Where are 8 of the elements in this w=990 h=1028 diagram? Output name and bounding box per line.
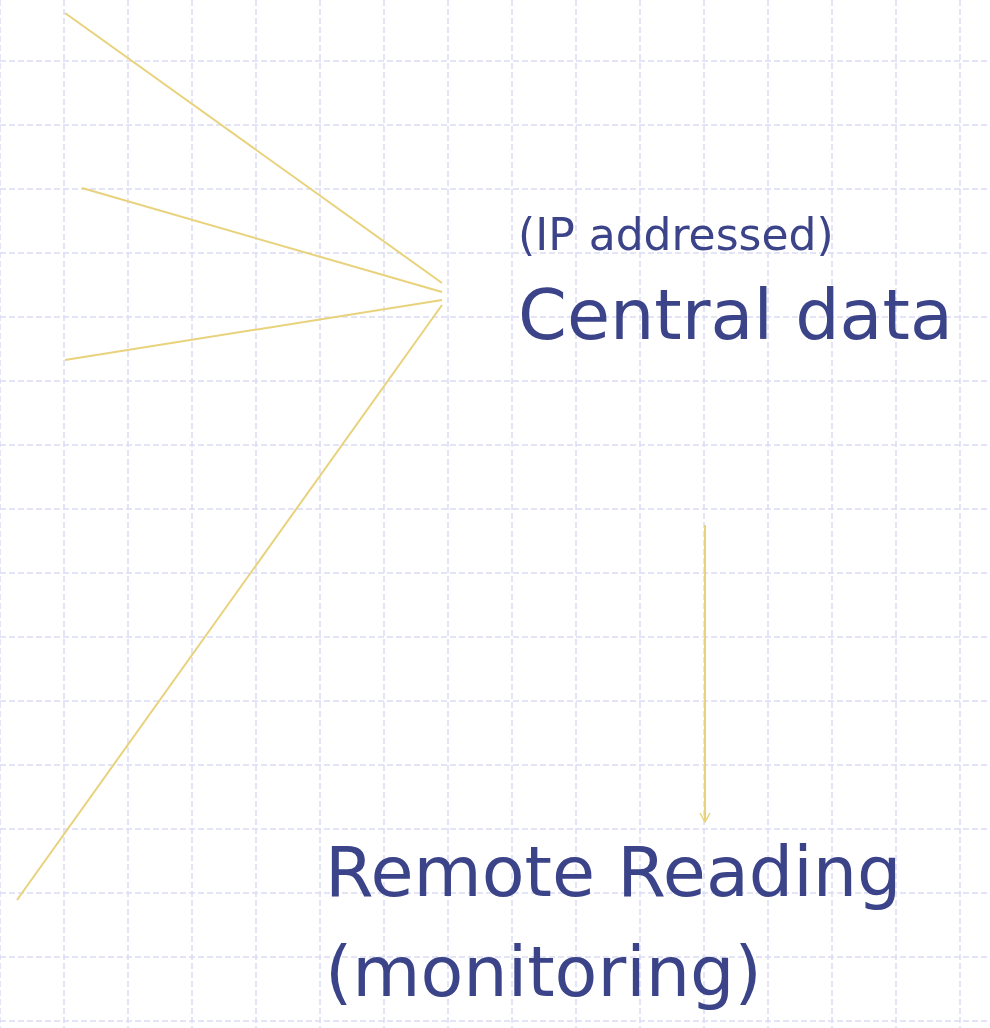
connector-line — [64, 299, 443, 361]
subtitle-text: (IP addressed) — [518, 208, 834, 262]
node-label: Remote Reading (monitoring) — [325, 830, 903, 1015]
node-label: Central data — [518, 273, 953, 358]
connector-line — [16, 304, 443, 901]
arrow — [699, 524, 711, 823]
connector-line — [81, 187, 443, 293]
connector-line — [64, 12, 443, 284]
